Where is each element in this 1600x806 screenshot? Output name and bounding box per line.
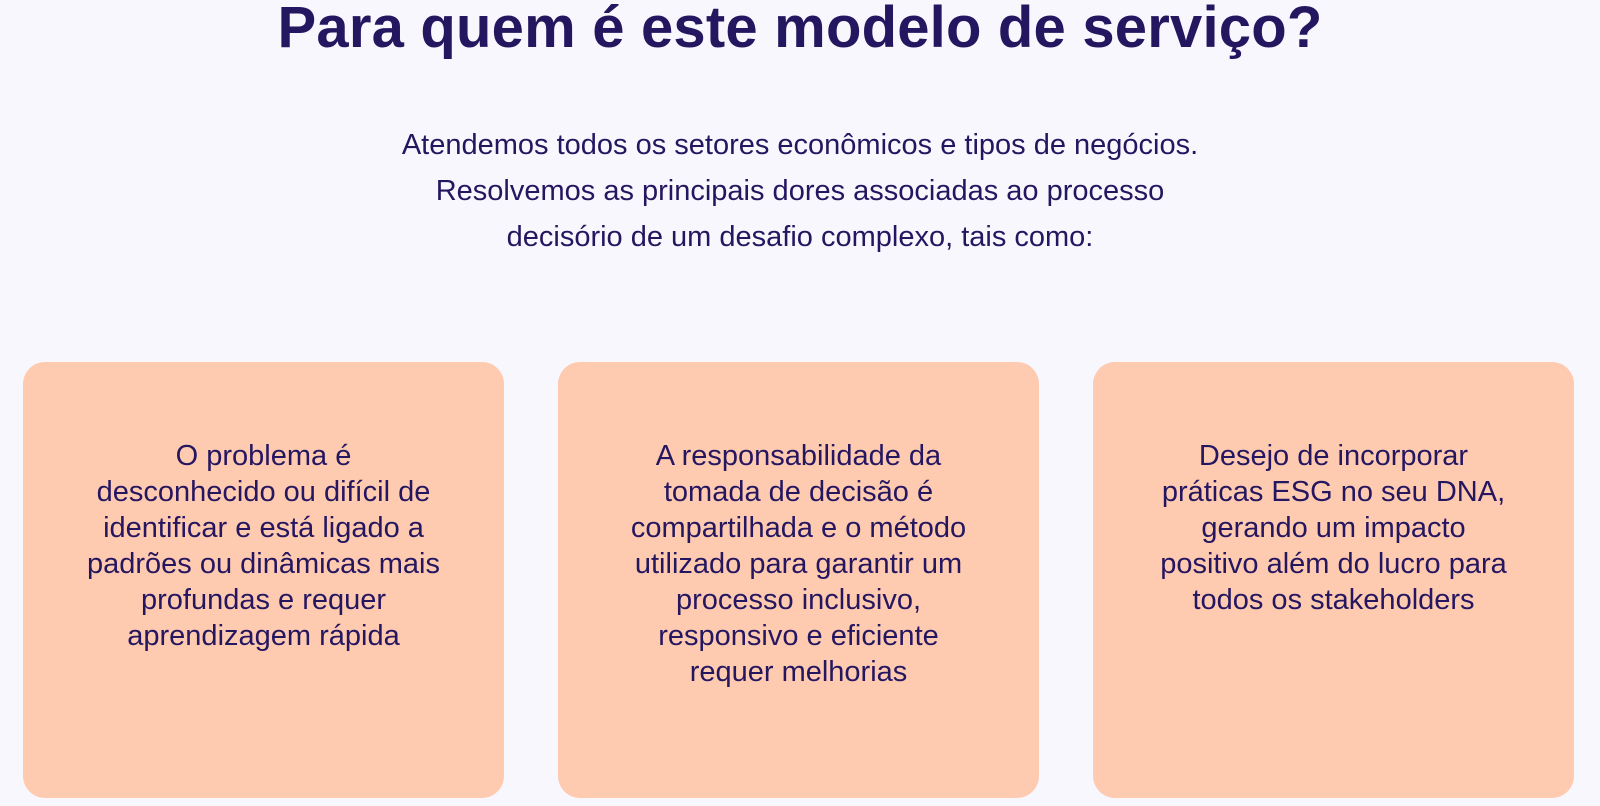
card-text: O problema é desconhecido ou difícil de …: [86, 440, 440, 652]
card-text: Desejo de incorporar práticas ESG no seu…: [1160, 440, 1507, 616]
card-text: A responsabilidade da tomada de decisão …: [630, 440, 967, 688]
pain-point-card-1: O problema é desconhecido ou difícil de …: [23, 362, 504, 798]
cards-row: O problema é desconhecido ou difícil de …: [23, 362, 1577, 798]
page-title: Para quem é este modelo de serviço?: [277, 0, 1323, 60]
pain-point-card-3: Desejo de incorporar práticas ESG no seu…: [1093, 362, 1574, 798]
intro-line-1: Atendemos todos os setores econômicos e …: [401, 129, 1199, 161]
pain-point-card-2: A responsabilidade da tomada de decisão …: [558, 362, 1039, 798]
intro-text-block: Atendemos todos os setores econômicos e …: [0, 122, 1600, 260]
intro-line-3: decisório de um desafio complexo, tais c…: [506, 221, 1094, 253]
intro-line-2: Resolvemos as principais dores associada…: [435, 175, 1165, 207]
